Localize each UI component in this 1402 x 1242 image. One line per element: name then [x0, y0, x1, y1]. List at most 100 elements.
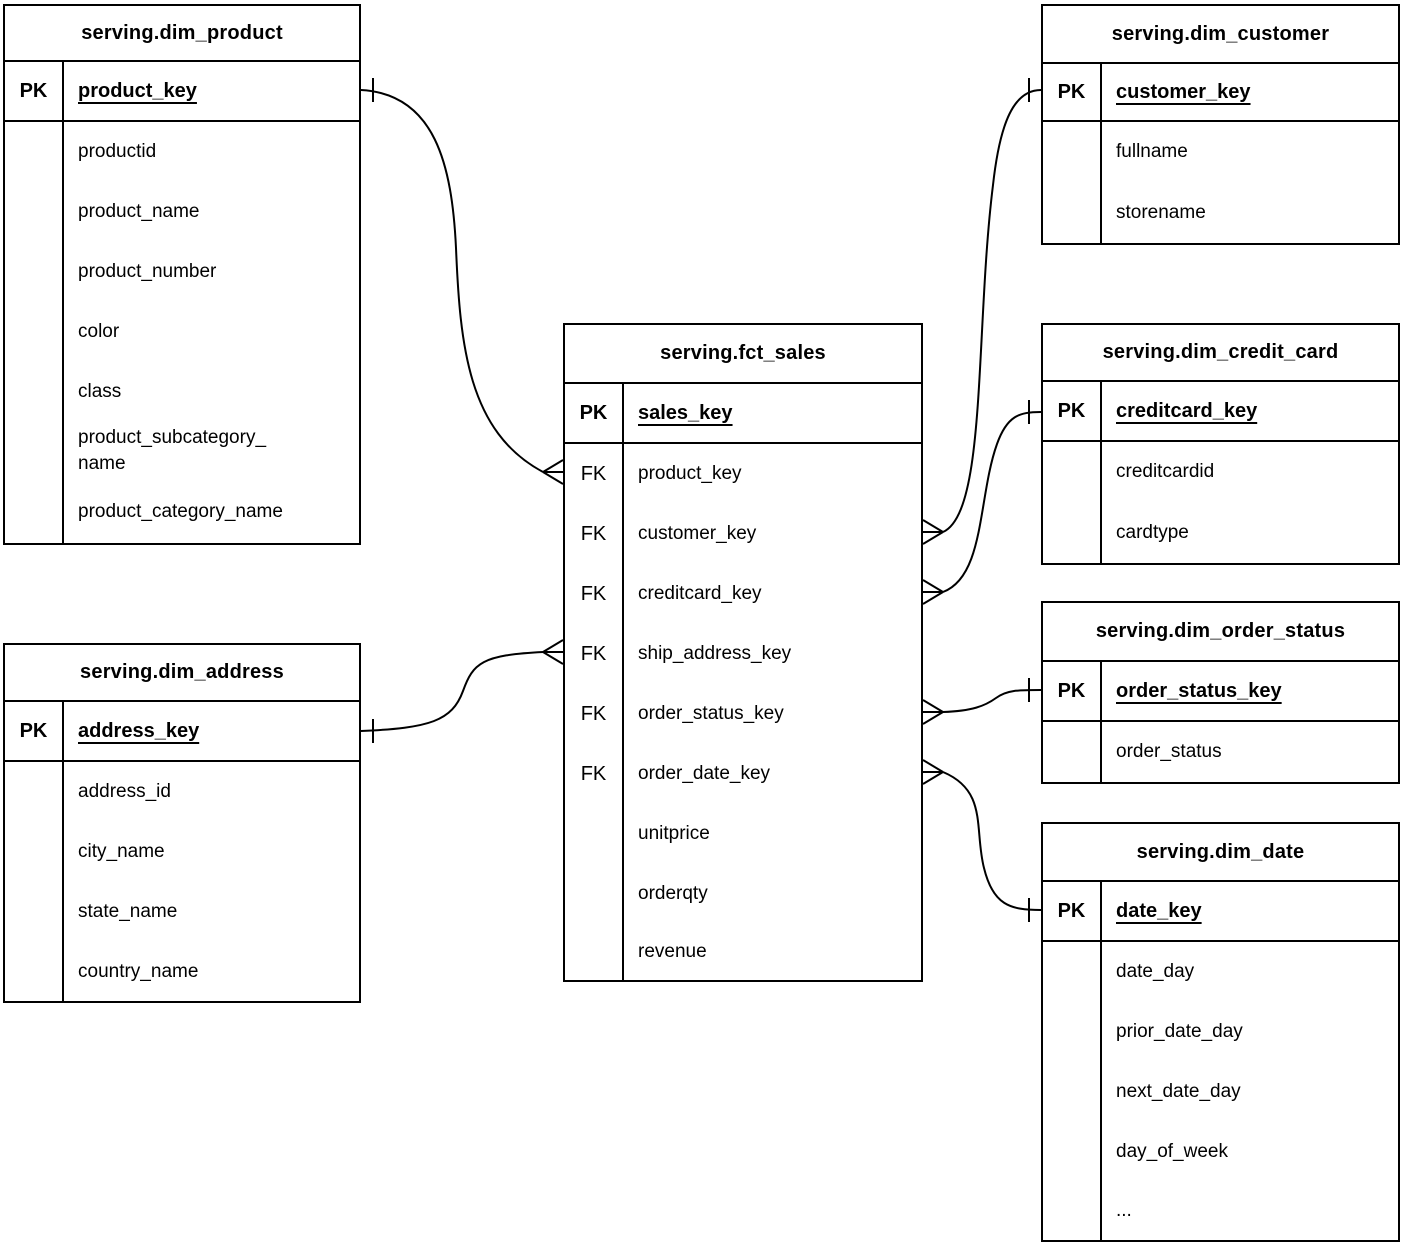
- field-row-fullname: fullname: [1043, 122, 1398, 182]
- field-name-state_name: state_name: [78, 901, 178, 923]
- field-name-product_key: product_key: [78, 79, 197, 102]
- relationship-fct_sales-order_status_key-to-dim_order_status: [942, 689, 1042, 713]
- empty-tag-cell: [1043, 182, 1102, 243]
- empty-tag-cell: [5, 480, 64, 543]
- entity-title-dim_product: serving.dim_product: [5, 6, 359, 62]
- entity-title-fct_sales: serving.fct_sales: [565, 325, 921, 384]
- field-name-product_number: product_number: [78, 261, 217, 283]
- field-row-ellipsis: ...: [1043, 1182, 1398, 1240]
- key-row-sales_key: PK sales_key: [565, 384, 921, 444]
- field-name-ship_address_key: ship_address_key: [638, 643, 792, 665]
- empty-tag-cell: [5, 762, 64, 822]
- field-row-state_name: state_name: [5, 882, 359, 942]
- relationship-fct_sales-creditcard_key-to-dim_credit_card: [942, 411, 1042, 593]
- field-row-revenue: revenue: [565, 924, 921, 980]
- entity-title-dim_address: serving.dim_address: [5, 645, 359, 702]
- field-name-product_category_name: product_category_name: [78, 500, 283, 522]
- field-row-class: class: [5, 362, 359, 422]
- field-name-ellipsis: ...: [1116, 1200, 1132, 1222]
- field-name-creditcardid: creditcardid: [1116, 461, 1215, 483]
- field-name-sales_key: sales_key: [638, 401, 733, 424]
- field-row-day_of_week: day_of_week: [1043, 1122, 1398, 1182]
- field-name-revenue: revenue: [638, 941, 707, 963]
- field-row-address_id: address_id: [5, 762, 359, 822]
- field-name-unitprice: unitprice: [638, 823, 710, 845]
- crows-foot-prong: [922, 519, 944, 533]
- field-name-order_status: order_status: [1116, 741, 1222, 763]
- field-row-orderqty: orderqty: [565, 864, 921, 924]
- field-row-creditcardid: creditcardid: [1043, 442, 1398, 502]
- pk-tag: PK: [565, 384, 624, 442]
- field-name-address_id: address_id: [78, 781, 171, 803]
- key-row-product_key: PK product_key: [5, 62, 359, 122]
- empty-tag-cell: [565, 864, 624, 924]
- field-name-color: color: [78, 321, 120, 343]
- field-row-product_number: product_number: [5, 242, 359, 302]
- pk-tag: PK: [1043, 882, 1102, 940]
- empty-tag-cell: [5, 942, 64, 1001]
- field-row-prior_date_day: prior_date_day: [1043, 1002, 1398, 1062]
- field-row-product_category_name: product_category_name: [5, 480, 359, 543]
- key-row-creditcard_key: PK creditcard_key: [1043, 382, 1398, 442]
- field-row-date_day: date_day: [1043, 942, 1398, 1002]
- pk-tag: PK: [1043, 382, 1102, 440]
- field-name-product_name: product_name: [78, 201, 200, 223]
- crows-foot-prong: [922, 699, 944, 713]
- field-row-product_name: product_name: [5, 182, 359, 242]
- field-name-city_name: city_name: [78, 841, 165, 863]
- field-row-productid: productid: [5, 122, 359, 182]
- field-row-cardtype: cardtype: [1043, 502, 1398, 563]
- field-name-orderqty: orderqty: [638, 883, 708, 905]
- crows-foot-prong: [542, 471, 564, 485]
- empty-tag-cell: [1043, 1182, 1102, 1240]
- fk-tag: FK: [565, 624, 624, 684]
- empty-tag-cell: [5, 242, 64, 302]
- field-name-next_date_day: next_date_day: [1116, 1081, 1241, 1103]
- empty-tag-cell: [1043, 1062, 1102, 1122]
- empty-tag-cell: [1043, 722, 1102, 782]
- entity-title-dim_customer: serving.dim_customer: [1043, 6, 1398, 64]
- empty-tag-cell: [565, 924, 624, 980]
- field-name-date_key: date_key: [1116, 899, 1202, 922]
- field-name-product_subcategory__name: product_subcategory_ name: [78, 427, 267, 474]
- field-name-productid: productid: [78, 141, 157, 163]
- field-name-creditcard_key: creditcard_key: [1116, 399, 1258, 422]
- field-name-day_of_week: day_of_week: [1116, 1141, 1228, 1163]
- crows-foot-prong: [922, 591, 944, 605]
- empty-tag-cell: [1043, 1002, 1102, 1062]
- empty-tag-cell: [5, 422, 64, 480]
- field-name-customer_key: customer_key: [1116, 80, 1251, 103]
- crows-foot-prong: [542, 639, 564, 653]
- empty-tag-cell: [5, 362, 64, 422]
- crows-foot-prong: [542, 459, 564, 473]
- pk-tag: PK: [5, 62, 64, 120]
- fk-tag: FK: [565, 744, 624, 804]
- field-name-prior_date_day: prior_date_day: [1116, 1021, 1243, 1043]
- crows-foot-prong: [922, 531, 944, 545]
- key-row-date_key: PK date_key: [1043, 882, 1398, 942]
- field-name-class: class: [78, 381, 122, 403]
- field-row-color: color: [5, 302, 359, 362]
- relationship-fct_sales-customer_key-to-dim_customer: [942, 89, 1042, 533]
- field-row-unitprice: unitprice: [565, 804, 921, 864]
- pk-tag: PK: [1043, 64, 1102, 120]
- fk-tag: FK: [565, 564, 624, 624]
- key-row-customer_key: PK customer_key: [1043, 64, 1398, 122]
- fk-tag: FK: [565, 504, 624, 564]
- field-name-date_day: date_day: [1116, 961, 1195, 983]
- field-row-ship_address_key: FK ship_address_key: [565, 624, 921, 684]
- field-name-product_key: product_key: [638, 463, 742, 485]
- fk-tag: FK: [565, 684, 624, 744]
- field-row-next_date_day: next_date_day: [1043, 1062, 1398, 1122]
- field-name-order_status_key: order_status_key: [1116, 679, 1282, 702]
